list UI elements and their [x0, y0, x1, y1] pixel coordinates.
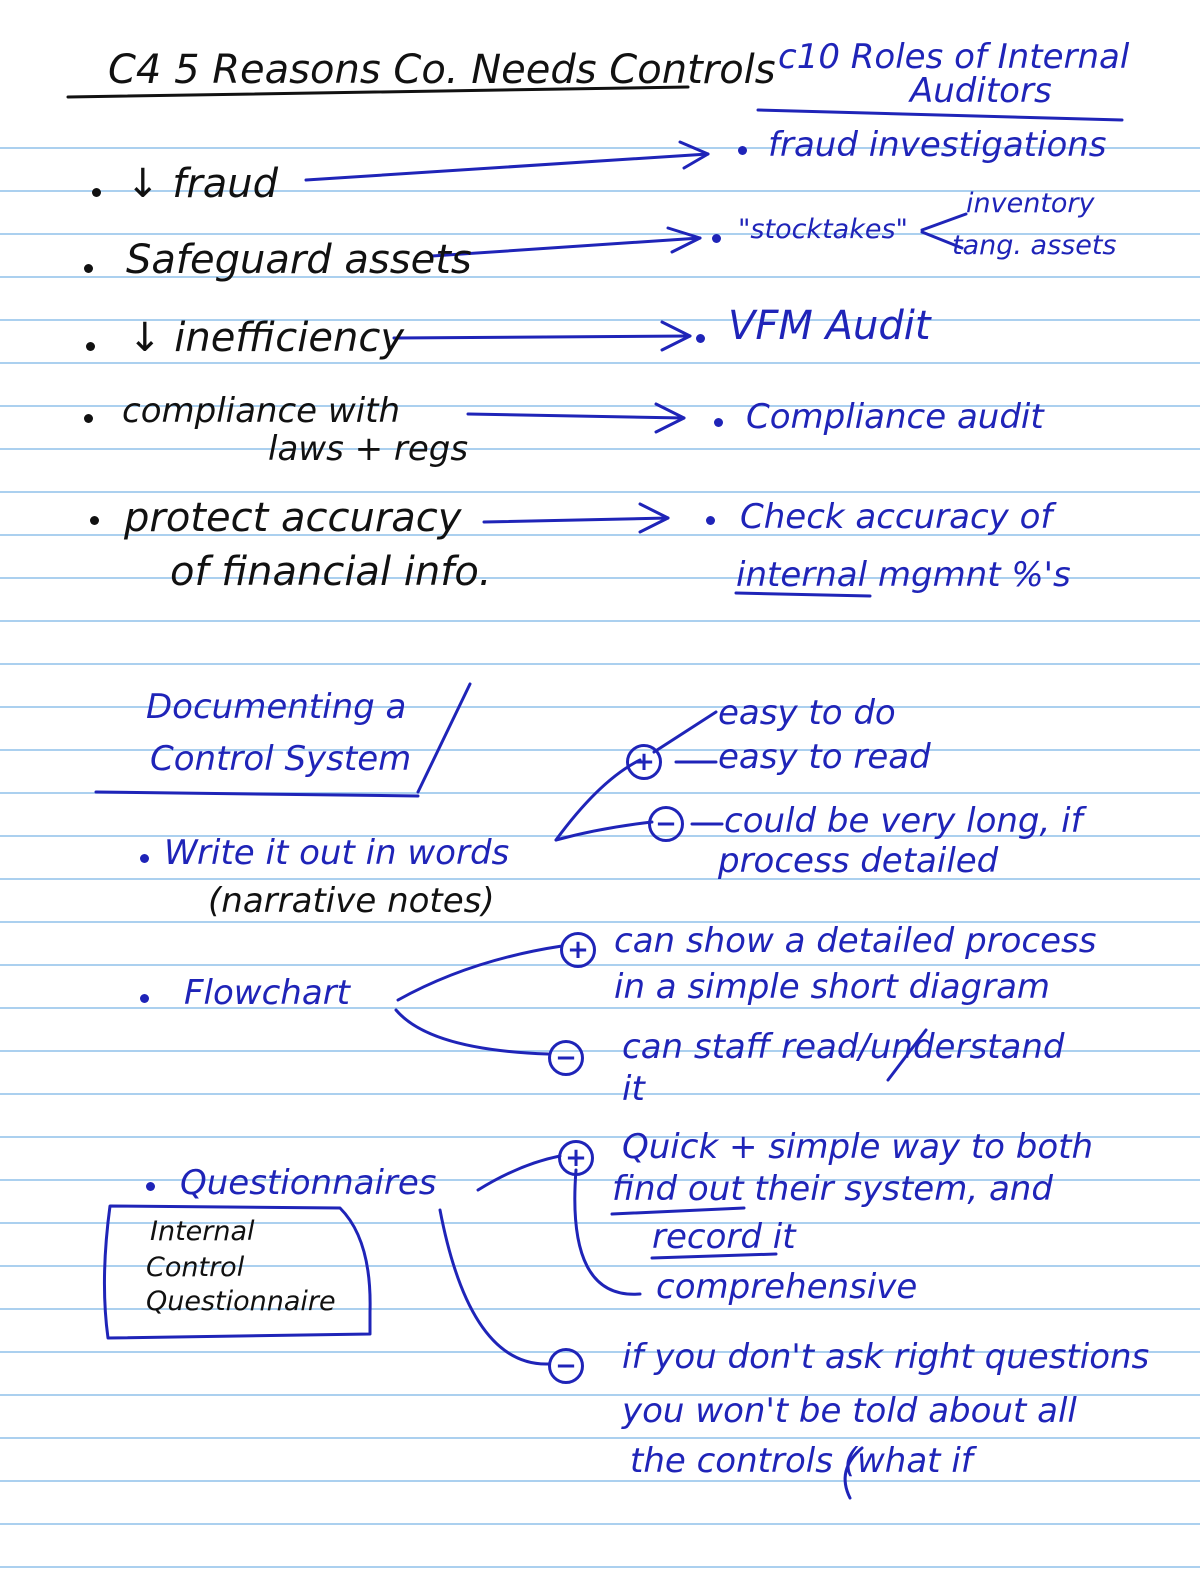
flowchart-branch-up [396, 944, 564, 1002]
bullet-dot [86, 342, 95, 351]
left-title-underline [66, 85, 690, 99]
method-flowchart: Flowchart [184, 973, 350, 1013]
reason-accuracy-line1: protect accuracy [124, 495, 462, 541]
bullet-dot [92, 188, 101, 197]
arrow-inefficiency [392, 334, 692, 340]
bullet-dot [84, 264, 93, 273]
narrative-plus-to-1 [652, 710, 718, 754]
arrow-accuracy [482, 516, 670, 524]
branch-tangible [920, 230, 964, 250]
flowchart-minus-line2: it [622, 1069, 645, 1109]
reason-compliance-line2: laws + regs [268, 429, 469, 469]
plus-icon: + [626, 744, 662, 780]
internal-underline [734, 591, 872, 598]
narrative-branch-up [554, 758, 642, 842]
questionnaire-plus-line4: comprehensive [656, 1267, 918, 1307]
bullet-dot [738, 146, 747, 155]
method-narrative-sub: (narrative notes) [208, 881, 495, 921]
right-title-line2: Auditors [910, 71, 1052, 111]
role-check-accuracy-line2: internal mgmnt %'s [736, 555, 1071, 595]
narrative-branch-down [554, 820, 654, 842]
minus-icon: − [548, 1348, 584, 1384]
role-fraud-investigations: fraud investigations [768, 125, 1107, 165]
method-narrative: Write it out in words [164, 833, 510, 873]
bullet-dot [696, 334, 705, 343]
right-title-line1: c10 Roles of Internal [778, 37, 1130, 77]
narrative-plus-2: easy to read [718, 737, 931, 777]
role-stocktakes: "stocktakes" [738, 214, 908, 245]
find-out-underline [610, 1206, 746, 1216]
stocktake-inventory: inventory [966, 188, 1095, 219]
arrowhead-compliance [654, 402, 686, 434]
narrative-minus-line2: process detailed [718, 841, 999, 881]
section-title-line1: Documenting a [146, 687, 407, 727]
role-check-accuracy-line1: Check accuracy of [740, 497, 1053, 537]
icq-line2: Control [146, 1252, 245, 1283]
right-title-underline [756, 108, 1124, 122]
bullet-dot [706, 516, 715, 525]
record-underline [650, 1252, 778, 1260]
branch-inventory [920, 212, 968, 232]
questionnaire-minus-line2: you won't be told about all [622, 1391, 1077, 1431]
minus-icon: − [548, 1040, 584, 1076]
arrow-compliance [466, 412, 686, 420]
arrowhead-fraud [678, 140, 710, 170]
bullet-dot [140, 994, 149, 1003]
flowchart-branch-down [394, 1008, 550, 1056]
flowchart-plus-line2: in a simple short diagram [614, 967, 1051, 1007]
bullet-dot [714, 418, 723, 427]
slash-read-understand [886, 1028, 928, 1082]
reason-safeguard-assets: Safeguard assets [126, 237, 472, 283]
icq-line1: Internal [150, 1216, 255, 1247]
icq-box [102, 1204, 372, 1340]
plus-icon: + [558, 1140, 594, 1176]
questionnaire-plus-line1: Quick + simple way to both [622, 1127, 1094, 1167]
arrow-assets [430, 236, 702, 258]
narrative-minus-line1: could be very long, if [724, 801, 1083, 841]
bullet-dot [146, 1182, 155, 1191]
left-title: C4 5 Reasons Co. Needs Controls [108, 47, 776, 93]
plus-icon: + [560, 932, 596, 968]
flowchart-plus-line1: can show a detailed process [614, 921, 1097, 961]
questionnaire-plus-line3: record it [652, 1217, 796, 1257]
questionnaire-comprehensive [573, 1168, 642, 1296]
flowchart-minus-line1: can staff read/understand [622, 1027, 1065, 1067]
bullet-dot [90, 516, 99, 525]
reason-accuracy-line2: of financial info. [170, 549, 492, 595]
bracket-what-if [843, 1446, 864, 1500]
bullet-dot [712, 234, 721, 243]
questionnaire-minus-line1: if you don't ask right questions [622, 1337, 1150, 1377]
reason-fraud: ↓ fraud [126, 161, 279, 207]
arrowhead-accuracy [638, 502, 670, 534]
questionnaire-branch-up [476, 1154, 562, 1192]
method-questionnaires: Questionnaires [180, 1163, 437, 1203]
questionnaire-minus-line3: the controls (what if [630, 1441, 973, 1481]
narrative-plus-1: easy to do [718, 693, 896, 733]
questionnaire-plus-line2: find out their system, and [612, 1169, 1053, 1209]
section-title-slash [416, 682, 472, 794]
arrowhead-assets [666, 226, 702, 254]
icq-line3: Questionnaire [146, 1286, 336, 1317]
bullet-dot [84, 414, 93, 423]
arrowhead-inefficiency [660, 320, 692, 352]
arrow-fraud [304, 152, 710, 182]
stocktake-tangible-assets: tang. assets [952, 230, 1117, 261]
reason-compliance-line1: compliance with [122, 391, 401, 431]
bullet-dot [140, 854, 149, 863]
section-title-line2: Control System [150, 739, 412, 779]
role-vfm-audit: VFM Audit [728, 303, 931, 349]
role-compliance-audit: Compliance audit [746, 397, 1044, 437]
minus-icon: − [648, 806, 684, 842]
questionnaire-branch-down [438, 1208, 550, 1366]
reason-inefficiency: ↓ inefficiency [128, 315, 405, 361]
section-title-underline [94, 790, 420, 798]
